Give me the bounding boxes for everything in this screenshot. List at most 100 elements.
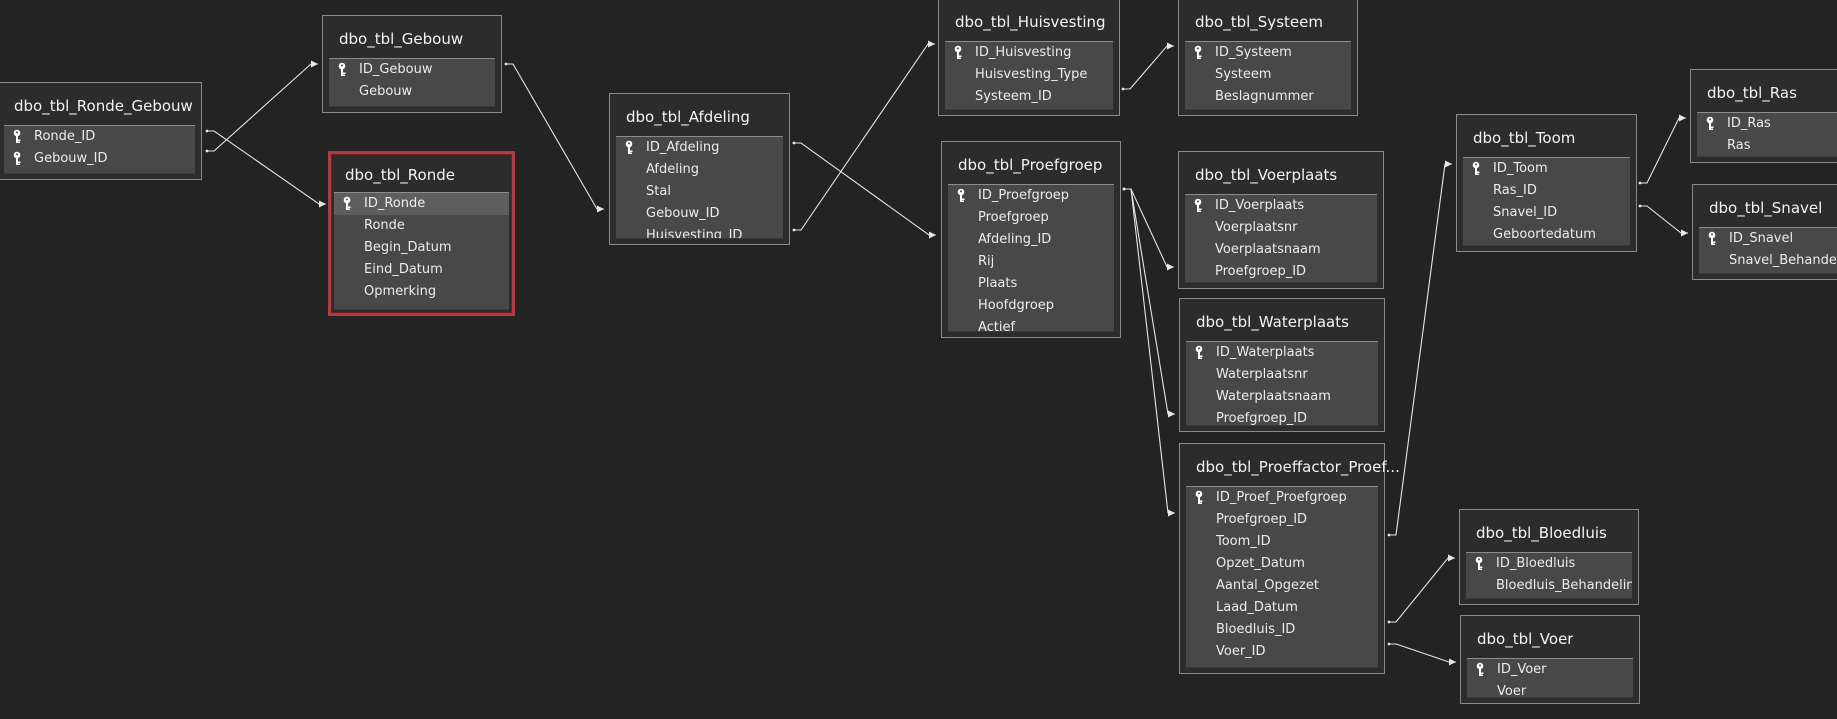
table-card[interactable]: dbo_tbl_Proefgroep ID_Proefgroep Proefgr… <box>941 141 1121 338</box>
field-row[interactable]: Eind_Datum <box>334 259 509 281</box>
field-row[interactable]: ID_Proef_Proefgroep <box>1186 487 1378 509</box>
field-row[interactable]: Actief <box>948 317 1114 331</box>
field-row[interactable]: Gebouw <box>329 81 495 103</box>
relationship-line[interactable] <box>794 142 936 239</box>
table-card[interactable]: dbo_tbl_Afdeling ID_Afdeling Afdeling St… <box>609 93 790 245</box>
field-row[interactable]: Rij <box>948 251 1114 273</box>
table-card[interactable]: dbo_tbl_Voer ID_Voer Voer <box>1460 615 1640 704</box>
field-row[interactable]: ID_Bloedluis <box>1466 553 1632 575</box>
table-title: dbo_tbl_Ras <box>1707 84 1797 102</box>
field-row[interactable]: Plaats <box>948 273 1114 295</box>
field-row[interactable]: Beslagnummer <box>1185 86 1351 108</box>
table-card[interactable]: dbo_tbl_Proeffactor_Proef... ID_Proef_Pr… <box>1179 443 1400 674</box>
field-row[interactable]: Waterplaatsnaam <box>1186 386 1378 408</box>
relationship-line[interactable] <box>1640 114 1686 184</box>
table-card[interactable]: dbo_tbl_Toom ID_Toom Ras_ID Snavel_ID Ge… <box>1456 114 1637 252</box>
field-row[interactable]: ID_Afdeling <box>616 137 783 159</box>
field-row[interactable]: Toom_ID <box>1186 531 1378 553</box>
field-row[interactable]: ID_Huisvesting <box>945 42 1113 64</box>
field-row[interactable]: Voer_ID <box>1186 641 1378 663</box>
field-row[interactable]: ID_Toom <box>1463 158 1630 180</box>
field-name: ID_Proef_Proefgroep <box>1216 490 1347 505</box>
field-row[interactable]: Proefgroep_ID <box>1186 408 1378 425</box>
field-row[interactable]: Voer <box>1467 681 1633 697</box>
field-row[interactable]: Proefgroep <box>948 207 1114 229</box>
field-row[interactable]: ID_Voerplaats <box>1185 195 1377 217</box>
field-row[interactable]: Aantal_Opgezet <box>1186 575 1378 597</box>
key-icon <box>1476 662 1484 676</box>
field-name: ID_Proefgroep <box>978 188 1070 203</box>
field-row[interactable]: Bloedluis_ID <box>1186 619 1378 641</box>
field-row[interactable]: Proefgroep_ID <box>1185 261 1377 282</box>
relationship-line[interactable] <box>506 63 604 213</box>
field-row[interactable]: Hoofdgroep <box>948 295 1114 317</box>
relationship-line[interactable] <box>207 130 326 208</box>
field-row[interactable]: Geboortedatum <box>1463 224 1630 245</box>
key-icon <box>338 62 346 76</box>
field-row[interactable]: Afdeling <box>616 159 783 181</box>
field-row[interactable]: Bloedluis_Behandeling <box>1466 575 1632 597</box>
table-title: dbo_tbl_Proeffactor_Proef... <box>1196 458 1400 476</box>
table-card[interactable]: dbo_tbl_Voerplaats ID_Voerplaats Voerpla… <box>1178 151 1384 289</box>
field-row[interactable]: Voerplaatsnr <box>1185 217 1377 239</box>
relationship-line[interactable] <box>1389 554 1455 623</box>
relationship-line[interactable] <box>794 40 935 231</box>
relationship-line[interactable] <box>1124 188 1175 418</box>
relationship-line[interactable] <box>1389 160 1452 536</box>
table-card[interactable]: dbo_tbl_Bloedluis ID_Bloedluis Bloedluis… <box>1459 509 1639 605</box>
table-card[interactable]: dbo_tbl_Waterplaats ID_Waterplaats Water… <box>1179 298 1385 432</box>
field-row[interactable]: Snavel_Behandeling <box>1699 250 1837 272</box>
field-row[interactable]: ID_Gebouw <box>329 59 495 81</box>
table-card[interactable]: dbo_tbl_Huisvesting ID_Huisvesting Huisv… <box>938 0 1120 116</box>
relationship-line[interactable] <box>1389 643 1456 666</box>
field-row[interactable]: Systeem_ID <box>945 86 1113 108</box>
field-name: Gebouw_ID <box>646 206 720 221</box>
table-title: dbo_tbl_Ronde_Gebouw <box>14 97 193 115</box>
field-row[interactable]: Opzet_Datum <box>1186 553 1378 575</box>
table-card[interactable]: dbo_tbl_Systeem ID_Systeem Systeem Besla… <box>1178 0 1358 116</box>
field-row[interactable]: Ronde <box>334 215 509 237</box>
relationship-line[interactable] <box>1640 205 1688 237</box>
table-card-selected[interactable]: dbo_tbl_Ronde ID_Ronde Ronde Begin_Datum… <box>328 151 515 316</box>
field-row[interactable]: Systeem <box>1185 64 1351 86</box>
field-row[interactable]: Voerplaatsnaam <box>1185 239 1377 261</box>
relationship-line[interactable] <box>1123 42 1174 90</box>
field-row[interactable]: Afdeling_ID <box>948 229 1114 251</box>
field-row[interactable]: Snavel_ID <box>1463 202 1630 224</box>
field-row[interactable]: Opmerking <box>334 281 509 303</box>
table-card[interactable]: dbo_tbl_Ronde_Gebouw Ronde_ID Gebouw_ID <box>0 82 202 180</box>
field-row[interactable]: ID_Snavel <box>1699 228 1837 250</box>
relationship-endpoint <box>1387 533 1391 537</box>
field-name: Afdeling <box>646 162 699 177</box>
field-row[interactable]: Huisvesting_ID <box>616 225 783 238</box>
field-row[interactable]: Gebouw_ID <box>616 203 783 225</box>
field-row[interactable]: Ras_ID <box>1463 180 1630 202</box>
field-row-selected[interactable]: ID_Ronde <box>334 193 509 215</box>
field-row[interactable]: Begin_Datum <box>334 237 509 259</box>
field-name: Voerplaatsnr <box>1215 220 1298 235</box>
table-card[interactable]: dbo_tbl_Gebouw ID_Gebouw Gebouw <box>322 15 502 113</box>
relationship-line[interactable] <box>1124 188 1175 517</box>
relationship-endpoint <box>1387 642 1391 646</box>
field-row[interactable]: Laad_Datum <box>1186 597 1378 619</box>
field-row[interactable]: Gebouw_ID <box>4 148 195 170</box>
relationship-line[interactable] <box>207 60 318 152</box>
key-icon <box>1195 490 1203 504</box>
table-card[interactable]: dbo_tbl_Ras ID_Ras Ras <box>1690 69 1837 163</box>
field-row[interactable]: ID_Ras <box>1697 113 1837 135</box>
field-row[interactable]: Stal <box>616 181 783 203</box>
field-row[interactable]: Proefgroep_ID <box>1186 509 1378 531</box>
field-row[interactable]: Ras <box>1697 135 1837 156</box>
table-card[interactable]: dbo_tbl_Snavel ID_Snavel Snavel_Behandel… <box>1692 184 1837 280</box>
field-row[interactable]: Waterplaatsnr <box>1186 364 1378 386</box>
relationship-line[interactable] <box>1124 188 1174 271</box>
field-row[interactable]: ID_Voer <box>1467 659 1633 681</box>
field-row[interactable]: Ronde_ID <box>4 126 195 148</box>
field-row[interactable]: ID_Waterplaats <box>1186 342 1378 364</box>
field-row[interactable]: ID_Systeem <box>1185 42 1351 64</box>
field-row[interactable]: Huisvesting_Type <box>945 64 1113 86</box>
field-row[interactable]: ID_Proefgroep <box>948 185 1114 207</box>
field-name: Geboortedatum <box>1493 227 1596 242</box>
